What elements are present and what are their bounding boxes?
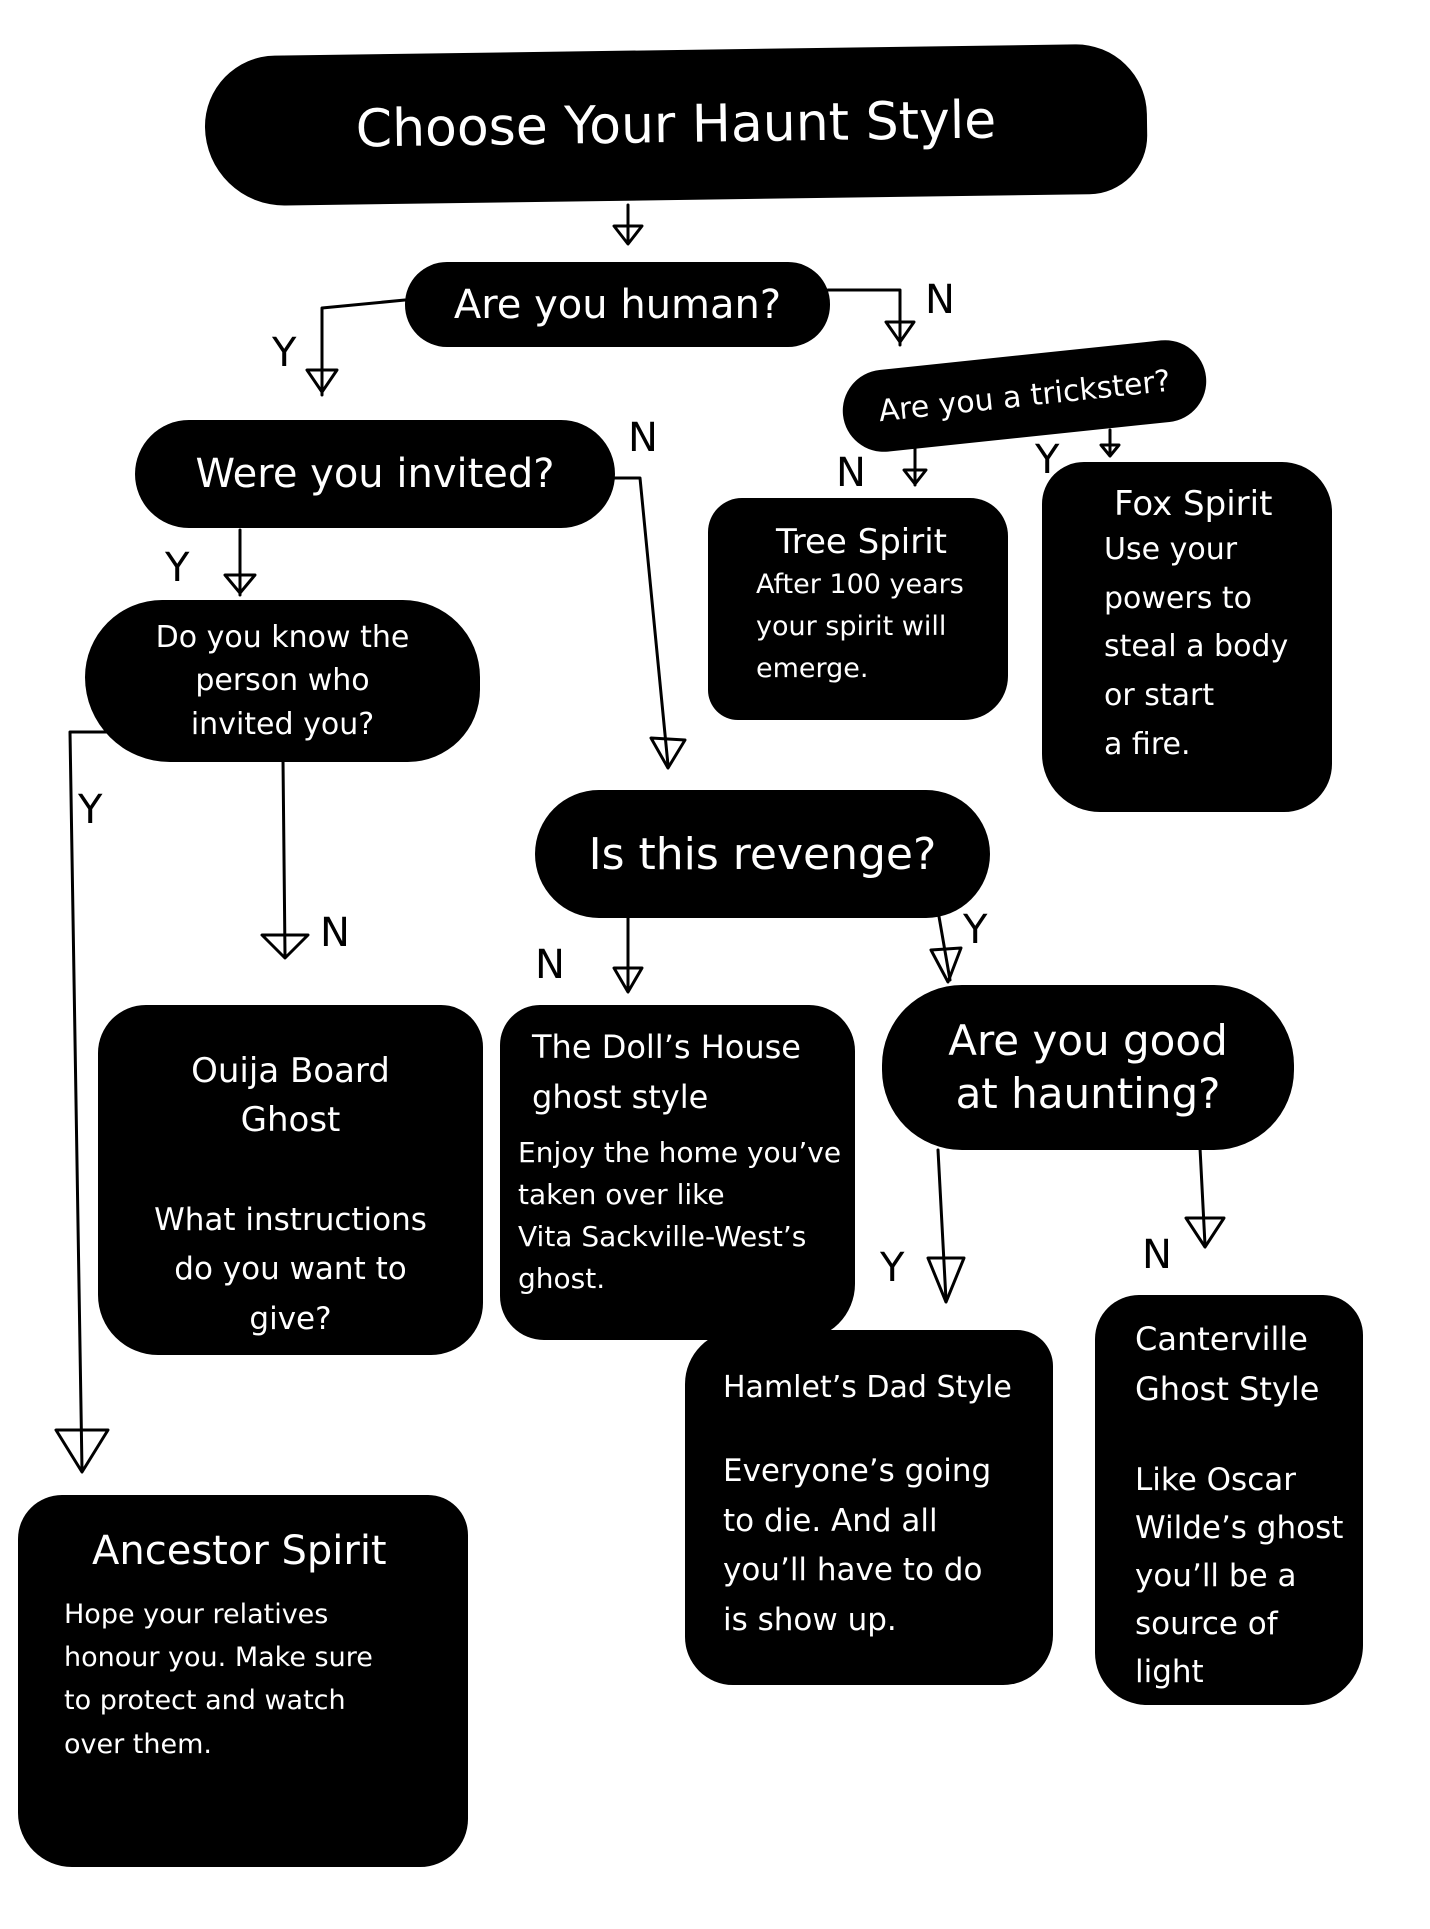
arrowhead-invited-know (223, 573, 257, 595)
question-human-text: Are you human? (453, 281, 782, 328)
result-ouija-board-ghost-body: What instructions do you want to give? (154, 1201, 427, 1337)
result-hamlets-dad-title: Hamlet’s Dad Style (723, 1370, 1012, 1405)
question-revenge: Is this revenge? (535, 790, 990, 918)
result-ouija-board-ghost-title: Ouija Board Ghost (191, 1051, 390, 1141)
label-no-invited: N (628, 415, 658, 461)
label-yes-revenge: Y (963, 907, 988, 953)
label-no-know: N (320, 910, 350, 956)
connector-revenge-good (935, 903, 952, 982)
arrowhead-revenge-doll (612, 966, 644, 994)
page-title: Choose Your Haunt Style (355, 90, 997, 160)
arrowhead-human-trickster (884, 320, 916, 344)
arrowhead-title-human (612, 224, 644, 246)
arrowhead-know-ancestor (54, 1428, 110, 1474)
result-ancestor-spirit-body: Hope your relatives honour you. Make sur… (64, 1599, 373, 1760)
arrowhead-trickster-fox (1099, 443, 1121, 458)
result-canterville-title: Canterville Ghost Style (1135, 1320, 1320, 1408)
title-banner: Choose Your Haunt Style (203, 43, 1149, 207)
question-invited-text: Were you invited? (195, 451, 555, 497)
question-good: Are you good at haunting? (882, 985, 1294, 1150)
connector-know-ouija (281, 758, 287, 957)
arrowhead-trickster-tree (902, 468, 928, 486)
question-invited: Were you invited? (135, 420, 615, 528)
question-trickster-text: Are you a trickster? (876, 363, 1173, 429)
question-know: Do you know the person who invited you? (85, 600, 480, 762)
result-dolls-house: The Doll’s House ghost style Enjoy the h… (500, 1005, 855, 1340)
arrowhead-human-invited (305, 368, 339, 394)
result-tree-spirit: Tree Spirit After 100 years your spirit … (708, 498, 1008, 720)
arrowhead-good-hamlet (926, 1256, 966, 1304)
result-dolls-house-title: The Doll’s House ghost style (532, 1028, 801, 1116)
result-fox-spirit-title: Fox Spirit (1114, 484, 1273, 524)
result-dolls-house-body: Enjoy the home you’ve taken over like Vi… (518, 1136, 842, 1296)
connector-human-trickster (826, 288, 902, 347)
question-know-text: Do you know the person who invited you? (155, 619, 410, 742)
result-fox-spirit: Fox Spirit Use your powers to steal a bo… (1042, 462, 1332, 812)
arrowhead-know-ouija (260, 933, 310, 960)
result-canterville-body: Like Oscar Wilde’s ghost you’ll be a sou… (1135, 1462, 1369, 1739)
question-revenge-text: Is this revenge? (588, 828, 937, 880)
connector-know-ancestor (68, 730, 120, 1472)
label-no-human: N (925, 277, 955, 323)
connector-invited-revenge (610, 476, 670, 767)
connector-human-invited (320, 298, 407, 397)
result-hamlets-dad: Hamlet’s Dad Style Everyone’s going to d… (685, 1330, 1053, 1685)
result-canterville: Canterville Ghost Style Like Oscar Wilde… (1095, 1295, 1368, 1738)
result-ancestor-spirit-title: Ancestor Spirit (92, 1528, 387, 1574)
label-yes-know: Y (78, 787, 103, 833)
label-no-trickster: N (836, 450, 866, 496)
result-ancestor-spirit: Ancestor Spirit Hope your relatives hono… (18, 1495, 468, 1867)
result-tree-spirit-body: After 100 years your spirit will emerge. (756, 569, 964, 684)
arrowhead-invited-revenge (649, 736, 687, 770)
label-yes-good: Y (880, 1245, 905, 1291)
label-no-good: N (1142, 1232, 1172, 1278)
result-hamlets-dad-body: Everyone’s going to die. And all you’ll … (723, 1453, 992, 1638)
label-yes-human: Y (272, 330, 297, 376)
question-good-text: Are you good at haunting? (948, 1016, 1228, 1118)
connector-good-canterville (1198, 1146, 1207, 1247)
result-ouija-board-ghost: Ouija Board Ghost What instructions do y… (98, 1005, 483, 1355)
question-human: Are you human? (405, 262, 830, 347)
label-no-revenge: N (535, 942, 565, 988)
connector-good-hamlet (936, 1148, 948, 1302)
label-yes-invited: Y (165, 545, 190, 591)
result-tree-spirit-title: Tree Spirit (776, 522, 948, 562)
result-fox-spirit-body: Use your powers to steal a body or start… (1104, 532, 1289, 762)
arrowhead-good-canterville (1184, 1216, 1226, 1249)
arrowhead-revenge-good (929, 946, 963, 984)
